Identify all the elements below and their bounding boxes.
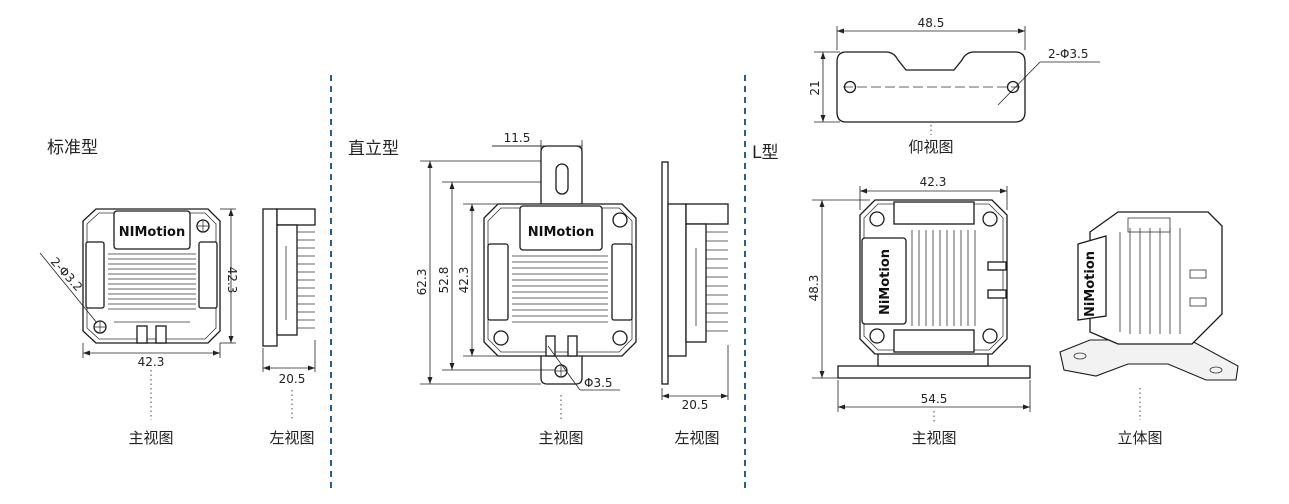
- l-type-title: L型: [752, 143, 778, 163]
- standard-front-caption: 主视图: [128, 429, 173, 447]
- vertical-front-caption: 主视图: [538, 429, 583, 447]
- vertical-top-dim: 11.5: [504, 131, 531, 145]
- standard-hole-dim: 2-Φ3.2: [48, 255, 86, 294]
- vertical-height-mid: 52.8: [437, 267, 451, 294]
- l-front-caption: 主视图: [911, 429, 956, 447]
- standard-left-caption: 左视图: [269, 429, 314, 447]
- vertical-depth-dim: 20.5: [682, 398, 709, 412]
- l-front-dims: 42.3 48.3 54.5 主视图: [807, 175, 1031, 447]
- vertical-front-view: NIMotion: [483, 145, 637, 385]
- standard-logo: NIMotion: [119, 225, 185, 240]
- l-bottom-hole-dim: 2-Φ3.5: [1048, 47, 1089, 61]
- vertical-logo: NIMotion: [528, 225, 594, 240]
- vertical-height-total: 62.3: [415, 269, 429, 296]
- l-bottom-height-dim: 21: [808, 80, 822, 95]
- l-bottom-view: 48.5 21 2-Φ3.5 仰视图: [808, 16, 1100, 156]
- vertical-left-caption: 左视图: [674, 429, 719, 447]
- standard-front-view: NIMotion: [82, 208, 221, 344]
- l-iso-view: NiMotion 立体图: [1059, 211, 1239, 447]
- vertical-hole-dim: Φ3.5: [584, 376, 613, 390]
- l-front-width-dim: 42.3: [920, 175, 947, 189]
- vertical-height-body: 42.3: [457, 267, 471, 294]
- standard-title: 标准型: [47, 138, 98, 158]
- vertical-title: 直立型: [348, 139, 399, 159]
- standard-width-dim: 42.3: [138, 355, 165, 369]
- l-front-height-dim: 48.3: [807, 275, 821, 302]
- vertical-front-dims: 11.5 62.3 52.8 42.3 Φ3.5 主视图: [415, 131, 620, 447]
- l-iso-logo: NiMotion: [1083, 251, 1098, 317]
- l-bottom-caption: 仰视图: [908, 138, 953, 156]
- standard-left-view: 20.5 左视图: [262, 208, 316, 447]
- standard-depth-dim: 20.5: [279, 372, 306, 386]
- l-front-view: NiMotion: [837, 199, 1031, 379]
- l-iso-caption: 立体图: [1117, 429, 1162, 447]
- l-bottom-width-dim: 48.5: [918, 16, 945, 30]
- vertical-left-view: 20.5 左视图: [661, 161, 729, 447]
- l-front-logo: NiMotion: [878, 249, 893, 315]
- l-front-base-dim: 54.5: [921, 392, 948, 406]
- standard-height-dim: 42.3: [225, 267, 239, 294]
